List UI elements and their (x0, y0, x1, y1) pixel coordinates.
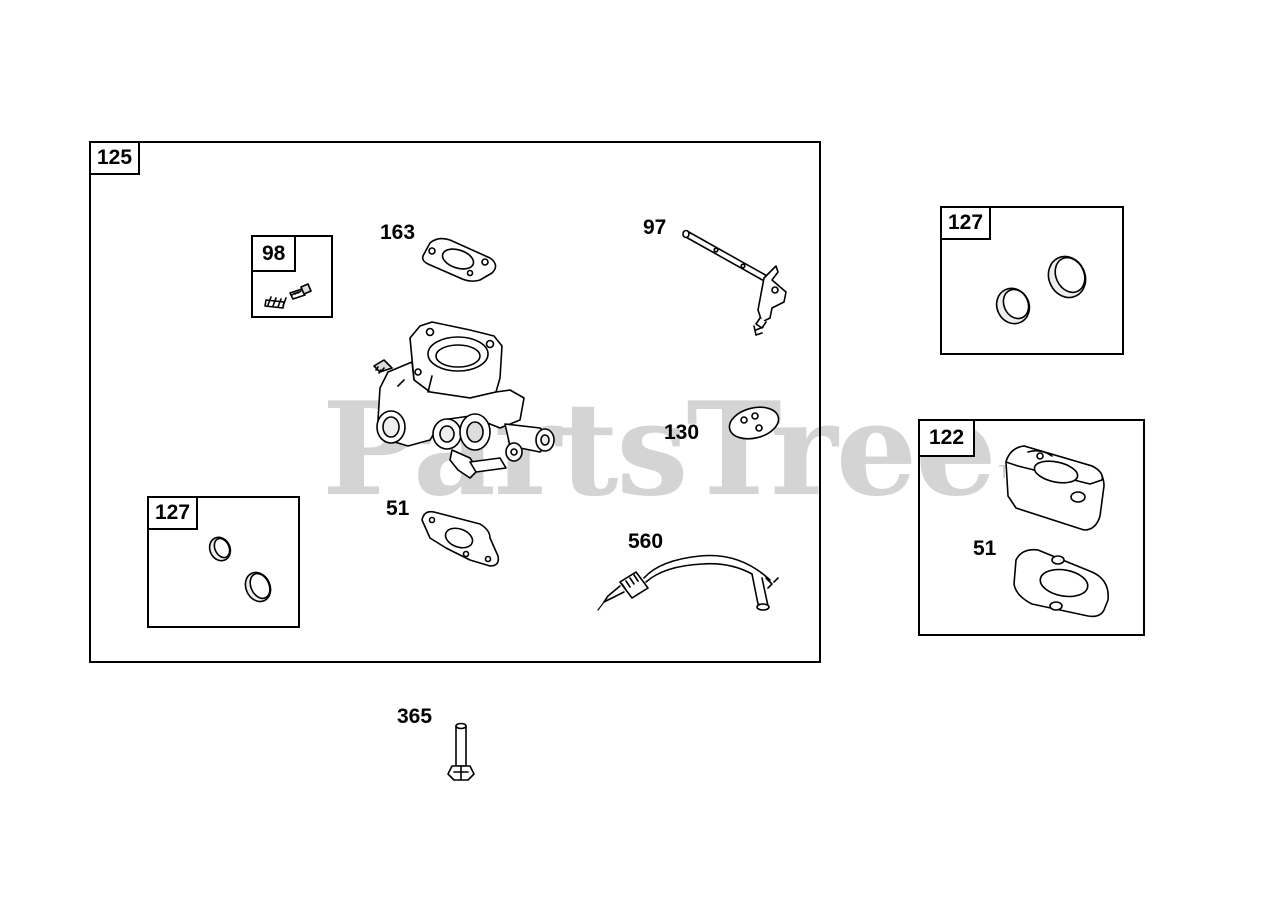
choke-plate-icon (728, 406, 780, 440)
callout-130[interactable]: 130 (664, 421, 700, 444)
fuel-solenoid-icon (597, 554, 779, 611)
carburetor-body-icon (373, 321, 555, 479)
spacer-block-icon (1005, 445, 1105, 531)
callout-51-left[interactable]: 51 (386, 497, 410, 520)
callout-163[interactable]: 163 (380, 221, 416, 244)
welch-plug-large-right-icon (1047, 255, 1087, 299)
spacer-gasket-icon (1013, 548, 1109, 618)
welch-plug-small-left-icon (208, 536, 232, 562)
callout-365[interactable]: 365 (397, 705, 433, 728)
needle-kit-label: 98 (253, 237, 297, 272)
screw-icon (447, 722, 475, 781)
carburetor-assembly-box[interactable]: 125 (89, 141, 821, 663)
callout-560[interactable]: 560 (628, 530, 664, 553)
needle-screw-icon (289, 283, 312, 300)
spacer-kit-box[interactable]: 122 (918, 419, 1145, 636)
welch-plug-large-left-icon (244, 571, 272, 603)
gasket-bottom-icon (421, 510, 500, 567)
welch-plug-small-right-icon (995, 287, 1031, 325)
welch-plug-label-right: 127 (942, 208, 992, 240)
spacer-kit-label: 122 (920, 421, 976, 457)
welch-plug-box-left[interactable]: 127 (147, 496, 300, 628)
welch-plug-label-left: 127 (149, 498, 199, 530)
callout-97[interactable]: 97 (643, 216, 667, 239)
throttle-shaft-icon (682, 229, 787, 336)
needle-kit-box[interactable]: 98 (251, 235, 333, 318)
needle-spring-icon (264, 296, 287, 309)
carburetor-assembly-label: 125 (91, 143, 141, 175)
gasket-top-icon (421, 237, 497, 282)
welch-plug-box-right[interactable]: 127 (940, 206, 1124, 355)
callout-51-right[interactable]: 51 (973, 537, 997, 560)
